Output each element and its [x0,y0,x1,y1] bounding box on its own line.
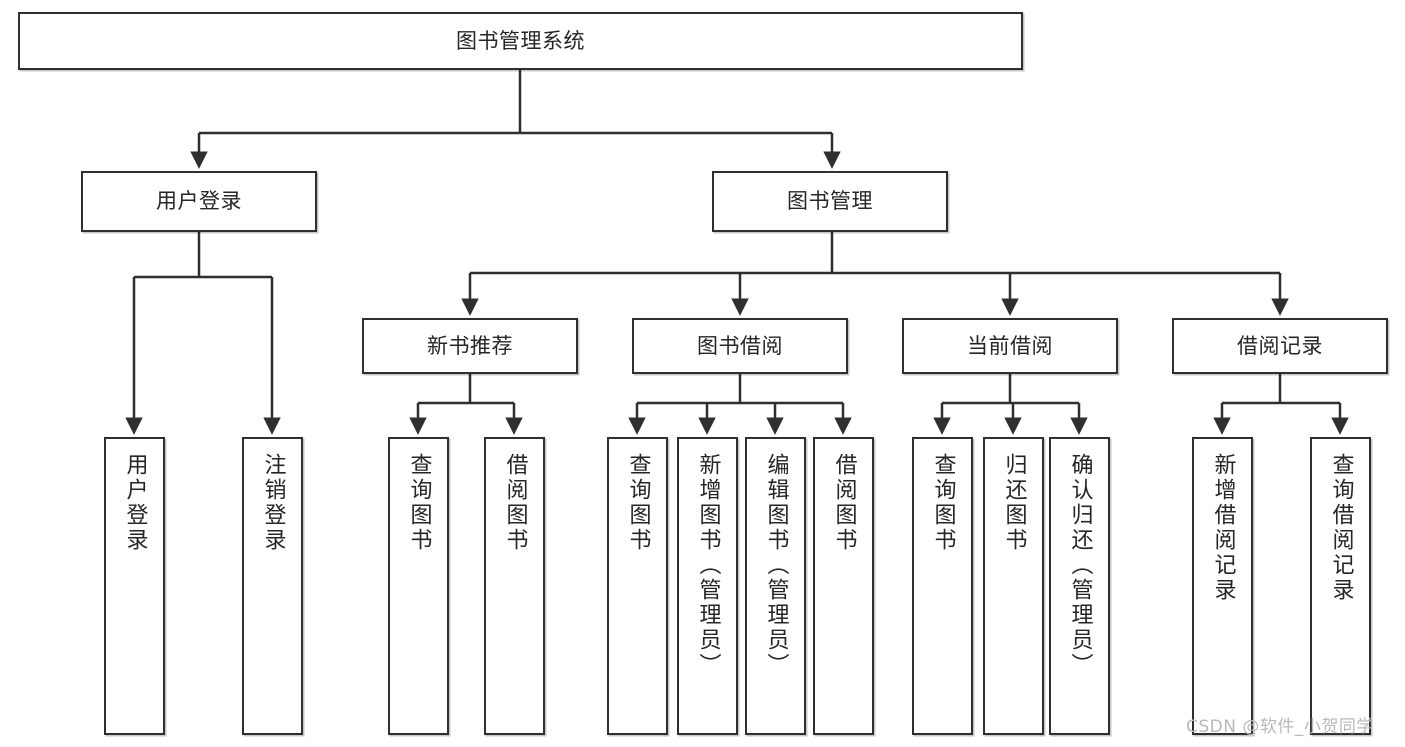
node-new-book-rec[interactable]: 新书推荐 [362,318,578,374]
node-user-login-label: 用户登录 [156,189,242,214]
node-leaf-add-book[interactable]: 新增图书（管理员） [677,437,738,735]
node-leaf-borrow-book-2[interactable]: 借阅图书 [813,437,874,735]
node-leaf-borrow-book-1[interactable]: 借阅图书 [484,437,545,735]
node-root[interactable]: 图书管理系统 [18,12,1023,70]
node-leaf-user-login-label: 用户登录 [122,453,148,553]
node-borrow-record-label: 借阅记录 [1237,333,1323,358]
node-leaf-logout-label: 注销登录 [260,453,286,553]
node-leaf-user-login[interactable]: 用户登录 [104,437,165,735]
node-leaf-return-book-label: 归还图书 [1001,453,1027,553]
node-leaf-query-book-3[interactable]: 查询图书 [912,437,973,735]
node-leaf-confirm-return-label: 确认归还（管理员） [1067,453,1093,678]
node-leaf-logout[interactable]: 注销登录 [242,437,303,735]
node-new-book-rec-label: 新书推荐 [427,333,513,358]
node-leaf-add-book-label: 新增图书（管理员） [695,453,721,678]
node-leaf-edit-book-label: 编辑图书（管理员） [763,453,789,678]
node-leaf-confirm-return[interactable]: 确认归还（管理员） [1049,437,1110,735]
node-leaf-return-book[interactable]: 归还图书 [983,437,1044,735]
node-book-borrow[interactable]: 图书借阅 [632,318,848,374]
node-leaf-borrow-book-2-label: 借阅图书 [831,453,857,553]
node-leaf-add-record-label: 新增借阅记录 [1210,453,1236,603]
node-leaf-query-book-1[interactable]: 查询图书 [388,437,449,735]
node-leaf-query-record-label: 查询借阅记录 [1328,453,1354,603]
node-leaf-query-book-3-label: 查询图书 [930,453,956,553]
node-borrow-record[interactable]: 借阅记录 [1172,318,1388,374]
node-leaf-query-book-2-label: 查询图书 [625,453,651,553]
node-leaf-query-book-1-label: 查询图书 [406,453,432,553]
node-book-manage[interactable]: 图书管理 [712,171,948,232]
node-leaf-borrow-book-1-label: 借阅图书 [502,453,528,553]
node-book-borrow-label: 图书借阅 [697,333,783,358]
node-root-label: 图书管理系统 [456,28,585,53]
csdn-watermark: CSDN @软件_小贺同学 [1186,717,1374,737]
node-current-borrow-label: 当前借阅 [967,333,1053,358]
node-leaf-add-record[interactable]: 新增借阅记录 [1192,437,1253,735]
node-leaf-query-record[interactable]: 查询借阅记录 [1310,437,1371,735]
node-leaf-query-book-2[interactable]: 查询图书 [607,437,668,735]
node-user-login[interactable]: 用户登录 [81,171,317,232]
node-book-manage-label: 图书管理 [787,189,873,214]
node-leaf-edit-book[interactable]: 编辑图书（管理员） [745,437,806,735]
node-current-borrow[interactable]: 当前借阅 [902,318,1118,374]
